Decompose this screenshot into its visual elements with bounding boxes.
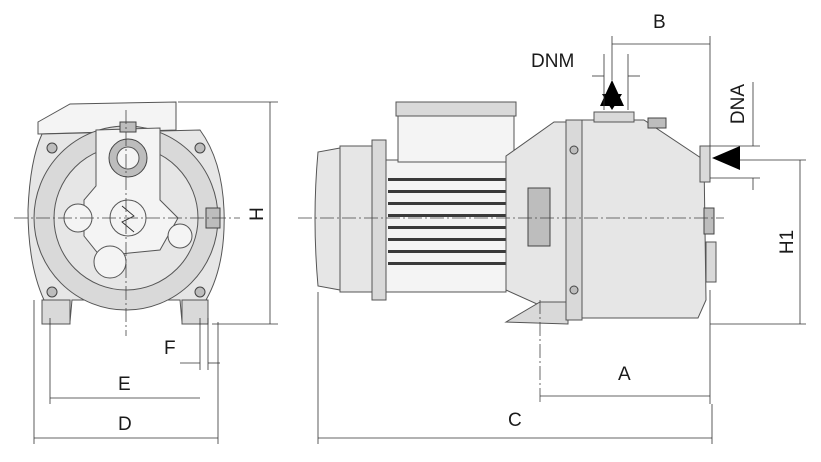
dim-DNM: DNM [531,51,640,110]
suction-port [699,145,711,183]
dim-H1: H1 [710,159,806,325]
front-plug-right [167,223,193,249]
lightning-icon [121,205,135,233]
side-view [298,101,724,404]
flow-arrows [600,80,740,170]
dim-DNA: DNA [710,82,760,190]
front-foot-left [41,299,71,325]
terminal-box-lid [395,101,517,117]
label-D: D [118,414,132,435]
label-DNM: DNM [531,51,574,72]
dim-F: F [164,318,220,370]
front-top-nut [119,121,137,133]
label-H: H [247,207,268,221]
label-F: F [164,338,176,359]
front-bolt [194,286,206,298]
suction-arrow-left-icon [712,146,740,170]
front-central-block [83,127,179,257]
discharge-boss [593,111,635,123]
flange-bolt [569,285,579,295]
dim-D: D [33,300,219,444]
dim-A: A [540,290,711,404]
label-B: B [653,12,666,33]
label-A: A [618,364,631,385]
motor-flange [371,139,387,301]
dim-E: E [49,318,200,404]
dim-H: H [178,101,278,325]
top-plug [647,117,667,129]
motor-end-cap [314,147,341,291]
label-C: C [508,410,522,431]
front-view [14,101,240,336]
pump-base-foot [504,301,569,325]
label-E: E [118,374,131,395]
label-H1: H1 [777,230,798,254]
cooling-fins [388,178,506,265]
flange-bolt [569,145,579,155]
dim-B: B [611,12,711,146]
dim-C: C [317,292,713,444]
pump-casing [581,119,707,319]
front-bolt [194,142,206,154]
front-bolt [46,142,58,154]
drain-plug [703,207,715,235]
adapter-window [527,187,551,247]
front-foot-right [181,299,209,325]
label-DNA: DNA [728,84,749,124]
front-plug-lower [93,245,127,279]
front-top-cover [37,101,177,135]
discharge-arrow-head-icon [600,80,624,106]
front-bolt [46,286,58,298]
